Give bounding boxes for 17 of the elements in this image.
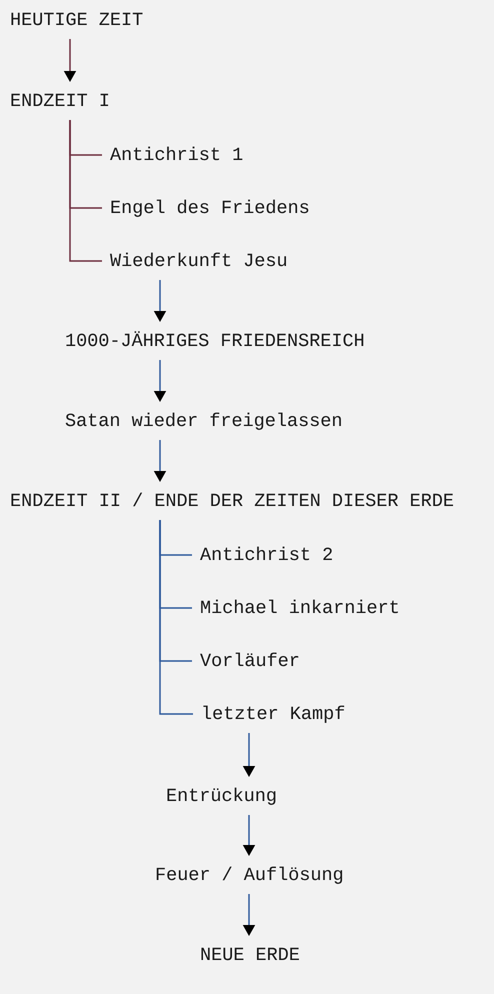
stage-label: ENDZEIT I: [11, 94, 108, 106]
branch-label: Michael inkarniert: [201, 600, 398, 614]
stage-label: 1000-JÄHRIGES FRIEDENSREICH: [66, 331, 364, 346]
stage-label: Satan wieder freigelassen: [66, 412, 341, 430]
stage-label: Feuer / Auflösung: [156, 866, 342, 884]
stage-label: NEUE ERDE: [201, 948, 299, 960]
branch-label: Antichrist 1: [110, 146, 242, 160]
tree-connector: [69, 120, 102, 262]
branch-label: Vorläufer: [200, 652, 298, 666]
tree-connector: [159, 520, 193, 715]
stage-label: Entrückung: [167, 788, 276, 805]
branch-label: Engel des Friedens: [111, 200, 308, 217]
branch-label: Wiederkunft Jesu: [110, 252, 286, 266]
branch-label: letzter Kampf: [203, 706, 344, 723]
branch-label: Antichrist 2: [200, 546, 332, 560]
stage-label: ENDZEIT II / ENDE DER ZEITEN DIESER ERDE: [11, 492, 454, 506]
stage-label: HEUTIGE ZEIT: [11, 12, 143, 26]
